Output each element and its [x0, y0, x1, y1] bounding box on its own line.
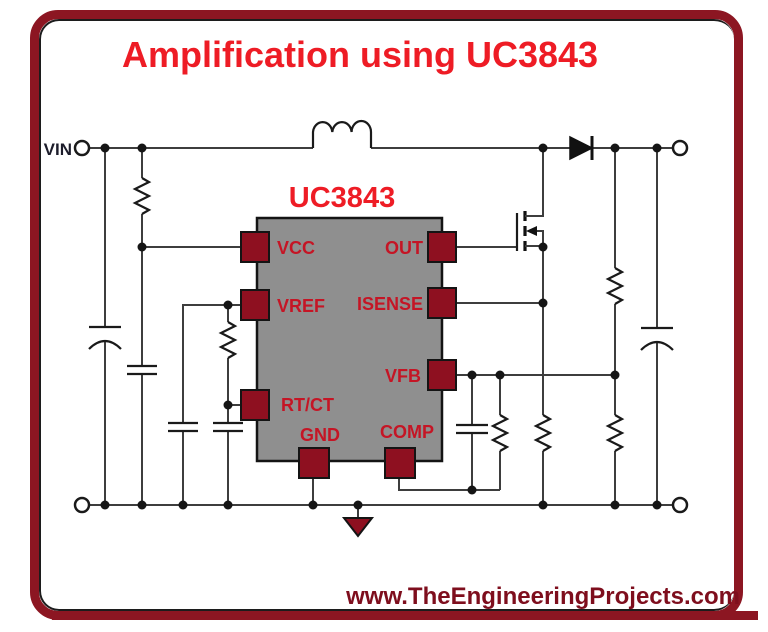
capacitor-vcc-icon — [127, 364, 157, 376]
cap-plates — [456, 423, 488, 435]
pin-vcc — [240, 231, 270, 263]
pin-out — [427, 231, 457, 263]
page-title: Amplification using UC3843 — [121, 34, 599, 75]
resistor-vref-rtct — [218, 321, 238, 359]
pin-rtct — [240, 389, 270, 421]
terminal-gnd-left — [73, 496, 91, 514]
pin-gnd — [298, 447, 330, 479]
mosfet-body-wire — [536, 230, 544, 247]
pin-label-vfb: VFB — [385, 366, 421, 386]
inductor-icon — [311, 119, 373, 148]
cap-curved-plate — [640, 340, 674, 351]
wires — [89, 147, 673, 518]
mosfet-body-arrow — [526, 226, 537, 236]
wire-vref-cap-branch — [182, 304, 241, 505]
pin-label-out: OUT — [385, 238, 423, 258]
cap-plates — [213, 421, 243, 433]
resistor-divider-bottom — [605, 414, 625, 452]
cap-plates — [168, 421, 198, 433]
resistor-divider-top — [605, 267, 625, 305]
cap-curved-plate — [88, 339, 122, 350]
ground-symbol-icon — [341, 517, 375, 538]
capacitor-output-polarized-icon — [640, 326, 674, 351]
pin-vfb — [427, 359, 457, 391]
pin-label-vcc: VCC — [277, 238, 315, 258]
capacitor-vref-icon — [168, 421, 198, 433]
wire-comp-pin — [398, 478, 500, 491]
chip-name-label: UC3843 — [289, 182, 395, 214]
inner-frame-line — [39, 19, 734, 611]
pin-label-gnd: GND — [300, 425, 340, 445]
terminal-vin — [73, 139, 91, 157]
page-border-frame — [30, 10, 743, 620]
pin-comp — [384, 447, 416, 479]
vin-label: VIN — [44, 140, 72, 159]
pin-isense — [427, 287, 457, 319]
terminal-vout — [671, 139, 689, 157]
diode-icon — [569, 135, 594, 161]
cap-plates — [127, 364, 157, 376]
mosfet-icon — [515, 148, 544, 251]
pin-vref — [240, 289, 270, 321]
resistor-vin-vcc — [132, 177, 152, 215]
ground-triangle — [341, 517, 375, 538]
watermark: www.TheEngineeringProjects.com — [346, 583, 740, 610]
pin-label-vref: VREF — [277, 296, 325, 316]
capacitor-rtct-icon — [213, 421, 243, 433]
junction-dots — [100, 143, 662, 510]
uc3843-chip-body — [255, 216, 444, 463]
mosfet-drain-wire — [525, 148, 544, 217]
resistor-current-sense — [533, 414, 553, 452]
terminal-gnd-right — [671, 496, 689, 514]
capacitor-comp-icon — [456, 423, 488, 435]
pin-label-comp: COMP — [380, 422, 434, 442]
pin-label-isense: ISENSE — [357, 294, 423, 314]
pin-label-rtct: RT/CT — [281, 395, 334, 415]
diode-anode-triangle — [569, 135, 594, 161]
capacitor-input-polarized-icon — [88, 325, 122, 350]
resistor-comp — [490, 414, 510, 452]
